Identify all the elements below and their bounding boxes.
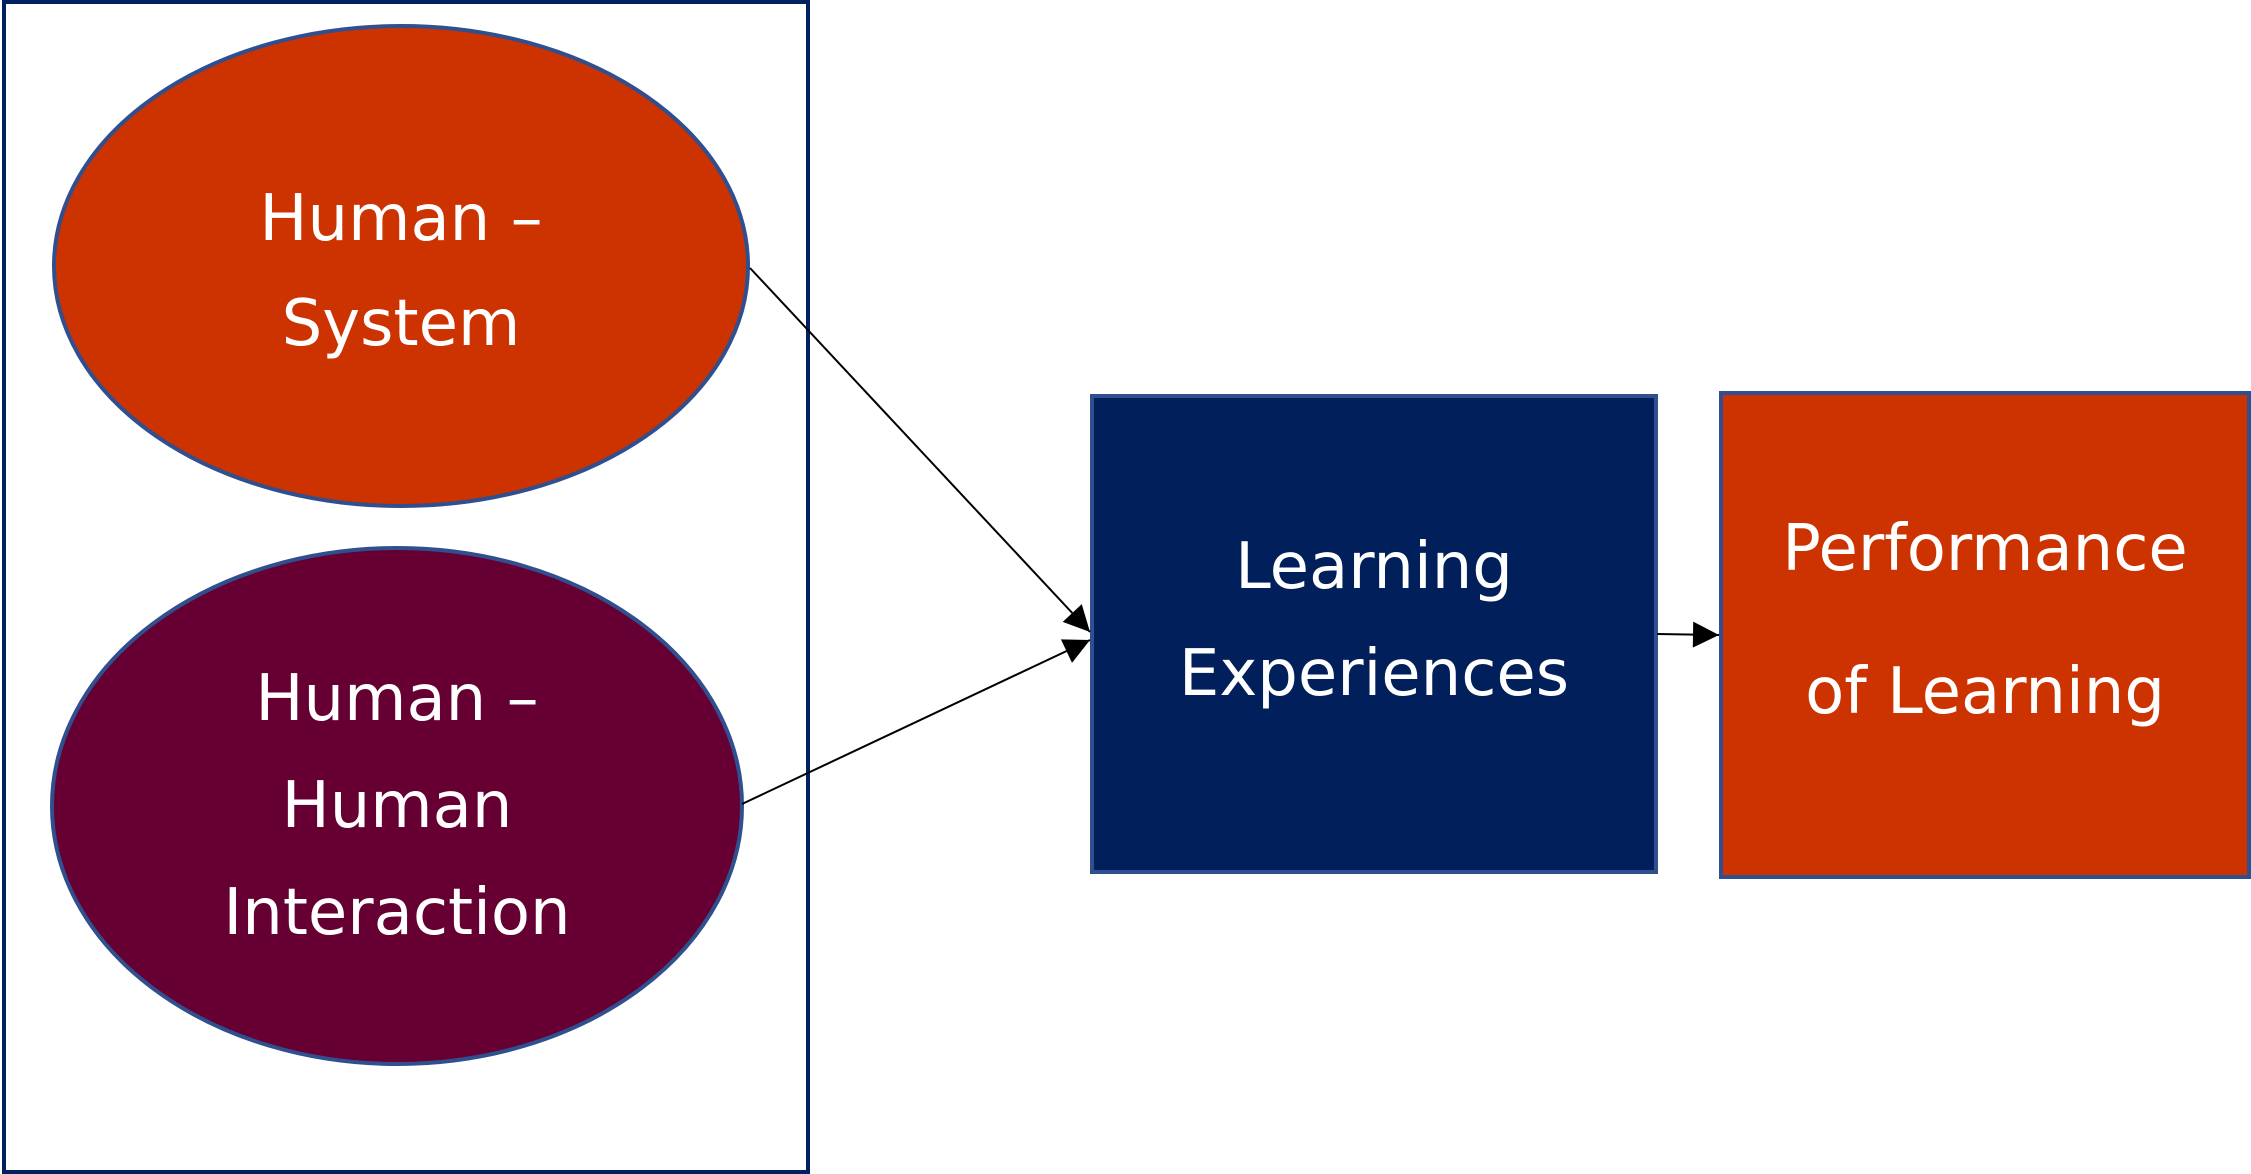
learning-experiences-label-line-2: Experiences <box>1179 637 1569 711</box>
human-human-label-line-2: Human <box>282 769 513 843</box>
human-system-node: Human – System <box>52 24 750 508</box>
human-human-label-line-3: Interaction <box>223 876 570 950</box>
human-system-ellipse <box>52 24 750 508</box>
performance-label-line-1: Performance <box>1782 512 2188 586</box>
human-human-label-line-1: Human – <box>255 662 538 736</box>
human-human-ellipse <box>50 546 744 1066</box>
learning-experiences-box <box>1090 394 1658 874</box>
learning-experiences-label-line-1: Learning <box>1235 530 1513 604</box>
arrow-human-human-to-learning <box>741 639 1091 805</box>
human-human-node: Human – Human Interaction <box>50 546 744 1066</box>
human-system-label-line-1: Human – <box>259 182 542 256</box>
performance-label-line-2: of Learning <box>1805 655 2165 729</box>
performance-box <box>1719 391 2251 879</box>
learning-experiences-node: Learning Experiences <box>1090 394 1658 874</box>
human-system-label-line-2: System <box>282 287 521 361</box>
arrow-learning-to-performance <box>1656 621 1720 648</box>
performance-node: Performance of Learning <box>1719 391 2251 879</box>
arrow-human-system-to-learning <box>749 267 1091 633</box>
